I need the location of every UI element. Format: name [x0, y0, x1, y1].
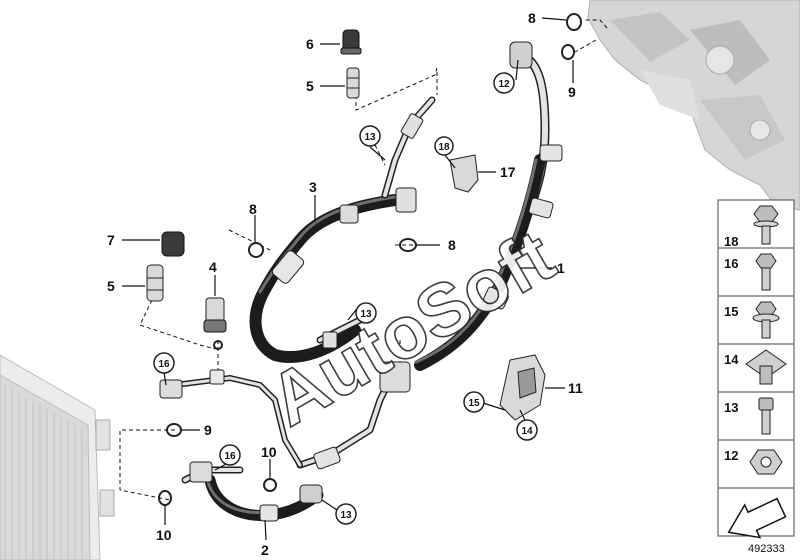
callout-8-top: 8: [528, 10, 536, 26]
circled-callout-12: 12: [493, 72, 515, 94]
refrigerant-hose-1: [296, 41, 563, 470]
hex-nut-icon: [749, 449, 783, 475]
callout-8-left: 8: [249, 201, 257, 217]
callout-4: 4: [209, 259, 217, 275]
callout-5-left: 5: [107, 278, 115, 294]
o-ring-10-right: [263, 478, 277, 492]
o-ring-4-base: [213, 340, 223, 350]
o-ring-9-top: [561, 44, 575, 60]
bracket-17: [449, 154, 479, 193]
leader-lines: [122, 17, 574, 541]
washer-bolt-icon: [752, 301, 780, 339]
legend-number-18: 18: [724, 234, 738, 249]
svg-text:16: 16: [224, 451, 236, 462]
circled-callout-13-upper: 13: [359, 125, 381, 147]
condenser-radiator: [0, 354, 115, 560]
diagram-reference-number: 492333: [748, 543, 785, 555]
fastener-legend: 18 16 15 14 13 12: [717, 199, 795, 539]
square-clip-nut-icon: [745, 349, 787, 385]
circled-callout-16-left: 16: [153, 352, 175, 374]
svg-text:13: 13: [340, 510, 352, 521]
o-ring-8-left: [248, 242, 264, 258]
valve-core-5-top: [346, 67, 360, 99]
refrigerant-hose-2: [181, 461, 324, 522]
callout-10-left: 10: [156, 527, 172, 543]
svg-text:13: 13: [364, 132, 376, 143]
callout-11: 11: [568, 380, 583, 396]
callout-2: 2: [261, 542, 269, 558]
arrow-direction-icon: [727, 497, 787, 539]
svg-text:13: 13: [360, 309, 372, 320]
o-ring-8-top: [566, 13, 582, 31]
callout-1: 1: [557, 260, 565, 276]
hex-flange-bolt-icon: [753, 205, 779, 245]
bracket-11: [499, 354, 546, 421]
callout-3: 3: [309, 179, 317, 195]
legend-number-13: 13: [724, 400, 738, 415]
pressure-sensor-4: [203, 297, 227, 333]
callout-10-right: 10: [261, 444, 277, 460]
circled-callout-14: 14: [516, 419, 538, 441]
valve-cap-6: [340, 29, 362, 55]
callout-9-left: 9: [204, 422, 212, 438]
assembly-dash-lines: [119, 19, 608, 501]
circled-callout-16-bottom: 16: [219, 444, 241, 466]
svg-text:14: 14: [521, 426, 533, 437]
svg-text:12: 12: [498, 79, 510, 90]
circled-callout-13-mid: 13: [355, 302, 377, 324]
legend-number-16: 16: [724, 256, 738, 271]
svg-text:16: 16: [158, 359, 170, 370]
callout-7: 7: [107, 232, 115, 248]
callout-9-top: 9: [568, 84, 576, 100]
legend-number-15: 15: [724, 304, 738, 319]
engine-compressor-block: [587, 0, 800, 211]
callout-8-mid: 8: [448, 237, 456, 253]
refrigerant-hose-3: [249, 96, 436, 363]
callout-6: 6: [306, 36, 314, 52]
circled-callout-13-bottom: 13: [335, 503, 357, 525]
valve-cap-7: [161, 231, 185, 257]
circled-callout-15: 15: [463, 391, 485, 413]
callout-5-top: 5: [306, 78, 314, 94]
socket-bolt-icon: [758, 397, 774, 435]
callout-17: 17: [500, 164, 516, 180]
legend-number-12: 12: [724, 448, 738, 463]
svg-text:15: 15: [468, 398, 480, 409]
legend-number-14: 14: [724, 352, 739, 367]
valve-core-5-left: [146, 264, 164, 302]
hex-bolt-icon: [755, 253, 777, 291]
svg-text:18: 18: [438, 142, 450, 153]
circled-callout-18: 18: [434, 136, 454, 156]
